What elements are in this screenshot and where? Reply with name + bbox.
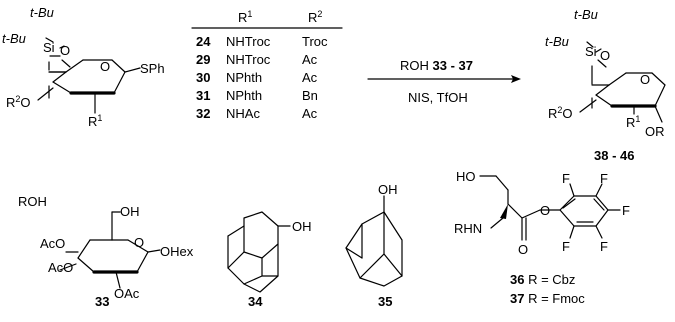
table-row-r1: NHTroc: [226, 52, 271, 67]
table-row-r2: Troc: [302, 34, 328, 49]
product-tbu-top-label: t-Bu: [574, 7, 598, 22]
product-silyl-oxygen-label: O: [600, 48, 610, 63]
acceptor-35: OH 35: [345, 182, 403, 309]
table-row-r2: Ac: [302, 52, 318, 67]
hydroxyl-label: OH: [120, 204, 140, 219]
acceptor-heading: ROH: [18, 194, 47, 209]
hydroxyl-label: OH: [378, 182, 398, 197]
table-row-r1: NHTroc: [226, 34, 271, 49]
acceptor-33: AcO AcO OH O OHex OAc 33: [40, 204, 194, 309]
compound-34-label: 34: [248, 294, 263, 309]
table-row-r1: NPhth: [226, 88, 262, 103]
table-row-r2: Bn: [302, 88, 318, 103]
compound-36-label: 36 R = Cbz: [510, 272, 575, 287]
tbu-left-label: t-Bu: [2, 31, 26, 46]
reagent-label: ROH 33 - 37: [400, 58, 473, 73]
substituent-table: R1 R2 24 NHTroc Troc 29 NHTroc Ac 30 NPh…: [191, 9, 343, 121]
hydroxyl-label: HO: [456, 169, 476, 184]
header-r1: R1: [238, 9, 252, 25]
r1-label: R1: [88, 113, 102, 129]
conditions-label: NIS, TfOH: [408, 90, 468, 105]
product-glycoside: t-Bu t-Bu Si O O R2O R1 OR 38 - 46: [545, 7, 666, 163]
product-or-label: OR: [645, 124, 665, 139]
product-r1-label: R1: [626, 114, 640, 130]
product-ring-oxygen-label: O: [640, 72, 650, 87]
fluorine-label: F: [622, 203, 630, 218]
table-row-r1: NPhth: [226, 70, 262, 85]
fluorine-label: F: [600, 171, 608, 186]
compound-37-label: 37 R = Fmoc: [510, 291, 585, 306]
r2o-label: R2O: [6, 94, 31, 110]
hexyloxy-label: OHex: [160, 244, 194, 259]
thiophenyl-label: SPh: [140, 61, 165, 76]
fluorine-label: F: [600, 239, 608, 254]
ester-oxygen-label: O: [540, 203, 550, 218]
silyl-oxygen-label: O: [60, 43, 70, 58]
ring-oxygen-label: O: [134, 235, 144, 250]
fluorine-label: F: [562, 171, 570, 186]
table-row-r2: Ac: [302, 106, 318, 121]
header-r2: R2: [308, 9, 322, 25]
acetoxy-label: AcO: [40, 236, 65, 251]
acetoxy-label: OAc: [114, 286, 140, 301]
compound-35-label: 35: [378, 294, 392, 309]
table-row-compound: 31: [196, 88, 210, 103]
reaction-arrow: ROH 33 - 37 NIS, TfOH: [367, 58, 521, 105]
product-tbu-left-label: t-Bu: [545, 34, 569, 49]
product-compound-label: 38 - 46: [594, 148, 634, 163]
product-r2o-label: R2O: [548, 105, 573, 121]
hydroxyl-label: OH: [292, 219, 312, 234]
table-row-compound: 32: [196, 106, 210, 121]
table-row-compound: 29: [196, 52, 210, 67]
silicon-label: Si: [43, 40, 55, 55]
amine-label: RHN: [454, 221, 482, 236]
starting-thioglycoside: t-Bu t-Bu Si O O SPh R2O R1: [2, 5, 165, 129]
table-row-r2: Ac: [302, 70, 318, 85]
carbonyl-oxygen-label: O: [518, 242, 528, 257]
table-row-compound: 24: [196, 34, 211, 49]
ring-oxygen-label: O: [100, 59, 110, 74]
tbu-top-label: t-Bu: [30, 5, 54, 20]
fluorine-label: F: [562, 239, 570, 254]
acceptor-34: OH 34: [227, 211, 312, 309]
acetoxy-label: AcO: [48, 260, 73, 275]
table-row-r1: NHAc: [226, 106, 260, 121]
product-silicon-label: Si: [585, 44, 597, 59]
compound-33-label: 33: [95, 294, 109, 309]
acceptor-36-37: HO RHN O O F F F F F 36 R = Cbz 37 R = F…: [454, 169, 630, 306]
table-row-compound: 30: [196, 70, 210, 85]
